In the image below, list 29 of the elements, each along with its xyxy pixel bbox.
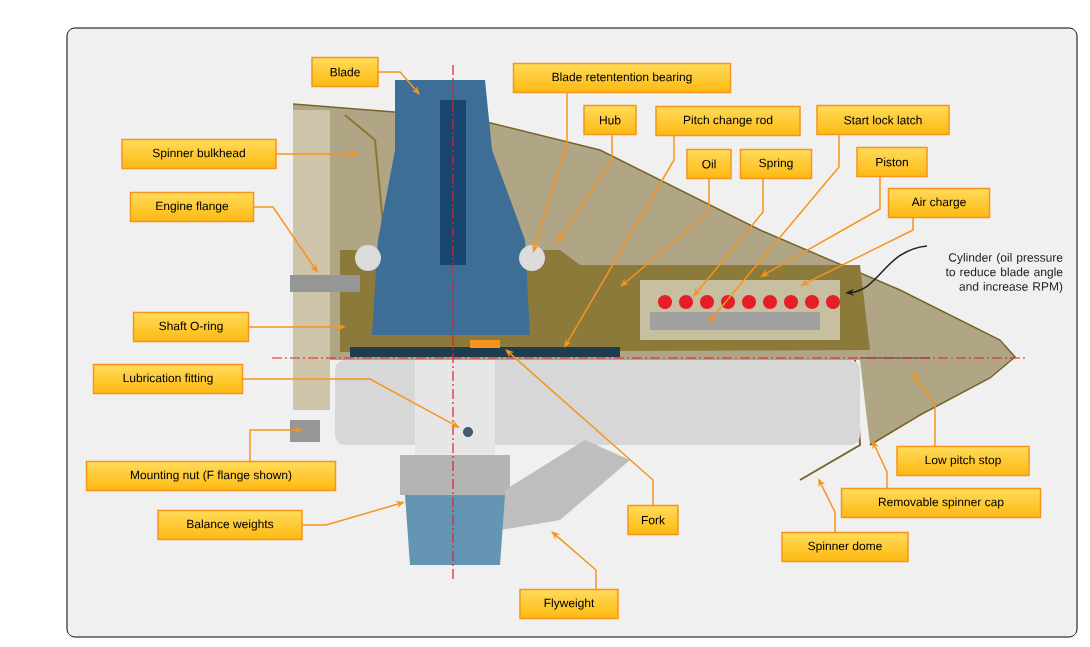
- label-box: Start lock latch: [816, 104, 950, 136]
- label-box: Flyweight: [519, 588, 619, 620]
- leader-line: [708, 133, 840, 323]
- leader-line: [620, 178, 710, 287]
- label-box: Shaft O-ring: [132, 311, 250, 343]
- label-box: Engine flange: [129, 191, 255, 223]
- leader-line: [693, 178, 764, 297]
- leader-line: [377, 71, 420, 95]
- label-box: Fork: [627, 504, 679, 536]
- leader-line: [253, 206, 318, 273]
- label-box: Lubrication fitting: [92, 363, 244, 395]
- label-box: Piston: [856, 146, 928, 178]
- callout-text: Cylinder (oil pressure to reduce blade angle and increase RPM): [945, 252, 1063, 294]
- label-box: Oil: [686, 148, 732, 180]
- label-box: Spinner dome: [781, 531, 909, 563]
- label-box: Air charge: [887, 187, 991, 219]
- label-box: Mounting nut (F flange shown): [85, 460, 337, 492]
- label-box: Balance weights: [157, 509, 303, 541]
- label-box: Blade: [311, 56, 379, 88]
- leader-line: [551, 531, 597, 590]
- leader-line: [912, 372, 936, 447]
- label-box: Blade retentention bearing: [512, 62, 732, 94]
- label-box: Spinner bulkhead: [121, 138, 277, 170]
- leader-line: [505, 349, 654, 506]
- label-box: Hub: [583, 104, 637, 136]
- label-box: Spring: [739, 148, 813, 180]
- label-box: Removable spinner cap: [840, 487, 1042, 519]
- label-box: Low pitch stop: [896, 445, 1030, 477]
- label-box: Pitch change rod: [655, 105, 801, 137]
